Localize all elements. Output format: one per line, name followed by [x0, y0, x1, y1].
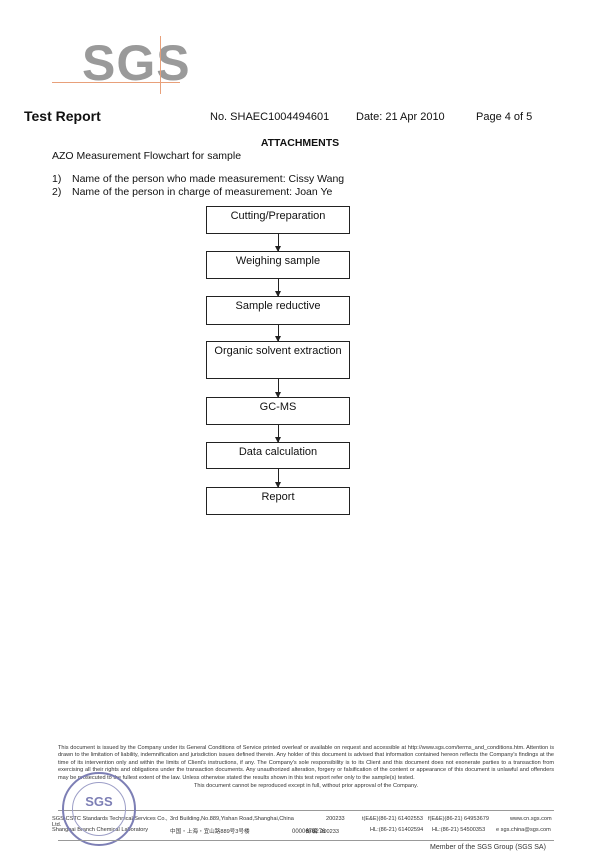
flow-arrow: [275, 234, 281, 252]
footer-bottom-divider: [58, 840, 554, 841]
section-title: ATTACHMENTS: [260, 137, 340, 149]
flow-step-gcms: GC-MS: [206, 397, 350, 425]
list-text: Name of the person in charge of measurem…: [72, 186, 333, 198]
document-code: 0000676276: [292, 829, 326, 835]
flow-arrow: [275, 469, 281, 488]
flow-step-calculation: Data calculation: [206, 442, 350, 469]
reproduction-note: This document cannot be reproduced excep…: [193, 783, 419, 790]
postcode-cn: 邮编: 200233: [306, 829, 339, 835]
company-seal-icon: SGS: [62, 772, 136, 846]
email: e sgs.china@sgs.com: [496, 827, 551, 833]
phone-cn: HL:(86-21) 61402594: [370, 827, 424, 833]
flow-step-reductive: Sample reductive: [206, 296, 350, 325]
fax-en: f(E&E)(86-21) 64953679: [428, 816, 489, 822]
flow-arrow: [275, 425, 281, 443]
flow-step-weighing: Weighing sample: [206, 251, 350, 279]
flow-step-cutting: Cutting/Preparation: [206, 206, 350, 234]
seal-text: SGS: [85, 794, 113, 809]
postcode-en: 200233: [326, 816, 345, 822]
report-date: Date: 21 Apr 2010: [356, 111, 445, 123]
footer-divider: [58, 810, 554, 811]
page-number: Page 4 of 5: [476, 111, 533, 123]
sgs-group-member: Member of the SGS Group (SGS SA): [430, 844, 546, 851]
logo-divider-horizontal: [52, 82, 180, 83]
measurement-supervisor: 2) Name of the person in charge of measur…: [52, 186, 332, 198]
address-cn: 中国・上海・宜山路889号3号楼: [170, 829, 250, 835]
phone-en: t(E&E)(86-21) 61402553: [362, 816, 423, 822]
fax-cn: HL:(86-21) 54500353: [432, 827, 486, 833]
measurement-person: 1) Name of the person who made measuremen…: [52, 173, 344, 185]
list-text: Name of the person who made measurement:…: [72, 173, 345, 185]
flow-arrow: [275, 325, 281, 342]
seal-inner-ring: [72, 782, 126, 836]
report-title: Test Report: [24, 108, 101, 124]
disclaimer-text: This document is issued by the Company u…: [58, 745, 554, 781]
flow-arrow: [275, 379, 281, 398]
report-header: Test Report No. SHAEC1004494601 Date: 21…: [24, 108, 574, 128]
report-number: No. SHAEC1004494601: [210, 111, 330, 123]
legal-disclaimer: This document is issued by the Company u…: [58, 745, 554, 790]
list-number: 2): [52, 186, 62, 198]
logo-divider-vertical: [160, 36, 161, 94]
flow-arrow: [275, 279, 281, 297]
website: www.cn.sgs.com: [510, 816, 552, 822]
address-en: 3rd Building,No.889,Yishan Road,Shanghai…: [170, 816, 294, 822]
flow-step-extraction: Organic solvent extraction: [206, 341, 350, 379]
sgs-logo: SGS: [82, 35, 191, 91]
flowchart-intro: AZO Measurement Flowchart for sample: [52, 150, 242, 162]
list-number: 1): [52, 173, 62, 185]
flow-step-report: Report: [206, 487, 350, 515]
